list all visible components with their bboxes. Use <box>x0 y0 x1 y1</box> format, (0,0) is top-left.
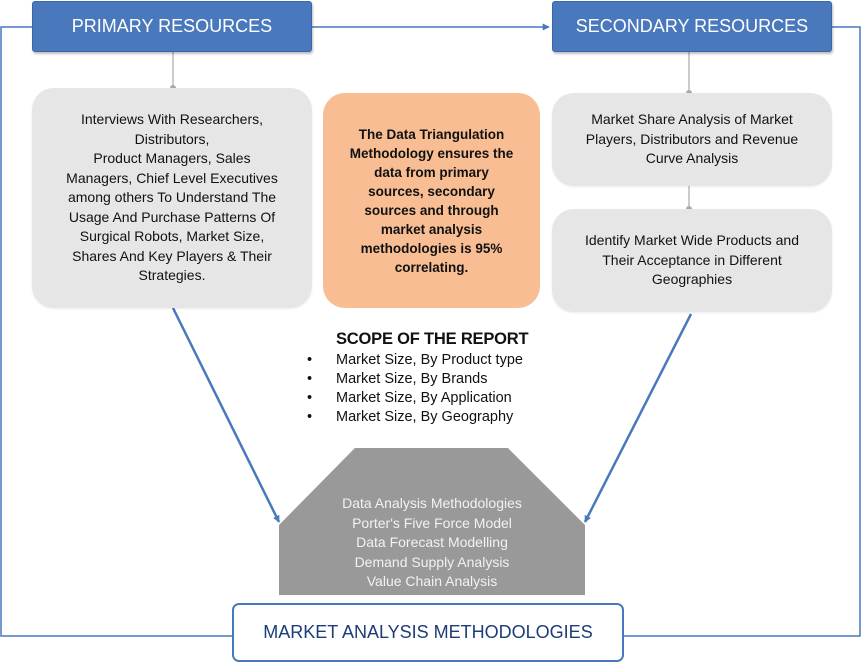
analysis-line: Demand Supply Analysis <box>354 553 510 570</box>
triangulation-line: data from primary <box>374 164 489 180</box>
triangulation-line: methodologies is 95% <box>360 240 503 256</box>
primary-description-line: among others To Understand The <box>67 189 277 206</box>
market-share-line: Market Share Analysis of Market <box>591 111 793 128</box>
secondary-resources-header: SECONDARY RESOURCES <box>552 1 832 52</box>
scope-list: Market Size, By Product type Market Size… <box>307 351 523 427</box>
triangulation-line: market analysis <box>380 221 483 237</box>
primary-description-line: Interviews With Researchers, <box>80 111 264 128</box>
scope-item: Market Size, By Brands <box>307 370 523 389</box>
data-triangulation-box: The Data Triangulation Methodology ensur… <box>323 93 540 308</box>
analysis-line: Data Analysis Methodologies <box>342 495 522 511</box>
market-wide-products-box: Identify Market Wide Products and Their … <box>552 209 832 312</box>
market-share-line: Players, Distributors and Revenue <box>585 130 799 147</box>
scope-item: Market Size, By Geography <box>307 408 523 427</box>
market-share-analysis-box: Market Share Analysis of Market Players,… <box>552 93 832 186</box>
primary-description-line: Usage And Purchase Patterns Of <box>68 208 276 225</box>
scope-item: Market Size, By Product type <box>307 351 523 370</box>
analysis-line: Porter's Five Force Model <box>352 514 512 531</box>
triangulation-line: sources, secondary <box>368 183 495 199</box>
triangulation-line: sources and through <box>364 202 499 218</box>
primary-description-line: Shares And Key Players & Their <box>72 247 272 264</box>
market-analysis-methodologies-title: MARKET ANALYSIS METHODOLOGIES <box>263 622 593 642</box>
analysis-line: Value Chain Analysis <box>366 573 498 589</box>
triangulation-line: correlating. <box>394 259 469 275</box>
market-share-line: Curve Analysis <box>645 150 739 167</box>
primary-description-line: Surgical Robots, Market Size, <box>79 228 265 245</box>
primary-description-line: Product Managers, Sales <box>93 150 251 167</box>
primary-to-analysis-arrow <box>171 307 281 523</box>
scope-of-report-title: SCOPE OF THE REPORT <box>336 330 529 348</box>
market-products-line: Geographies <box>651 271 733 288</box>
secondary-to-analysis-arrow <box>583 313 693 523</box>
triangulation-line: The Data Triangulation <box>358 126 505 142</box>
market-products-line: Their Acceptance in Different <box>602 251 782 268</box>
secondary-resources-title: SECONDARY RESOURCES <box>575 16 809 36</box>
market-analysis-methodologies-box: MARKET ANALYSIS METHODOLOGIES <box>232 603 624 662</box>
scope-of-report-title-wrap: SCOPE OF THE REPORT <box>336 330 529 349</box>
secondary-to-bottom-connector <box>624 26 861 637</box>
primary-description-line: Distributors, <box>134 130 210 147</box>
triangulation-line: Methodology ensures the <box>349 145 514 161</box>
primary-description-line: Managers, Chief Level Executives <box>66 169 278 186</box>
market-products-line: Identify Market Wide Products and <box>585 232 799 249</box>
outer-loop-connector <box>0 26 232 637</box>
scope-item: Market Size, By Application <box>307 389 523 408</box>
primary-description-line: Strategies. <box>138 267 206 284</box>
primary-resources-title: PRIMARY RESOURCES <box>71 16 273 36</box>
analysis-line: Data Forecast Modelling <box>356 534 508 550</box>
primary-resources-description: Interviews With Researchers, Distributor… <box>32 88 312 308</box>
primary-resources-header: PRIMARY RESOURCES <box>32 1 312 52</box>
